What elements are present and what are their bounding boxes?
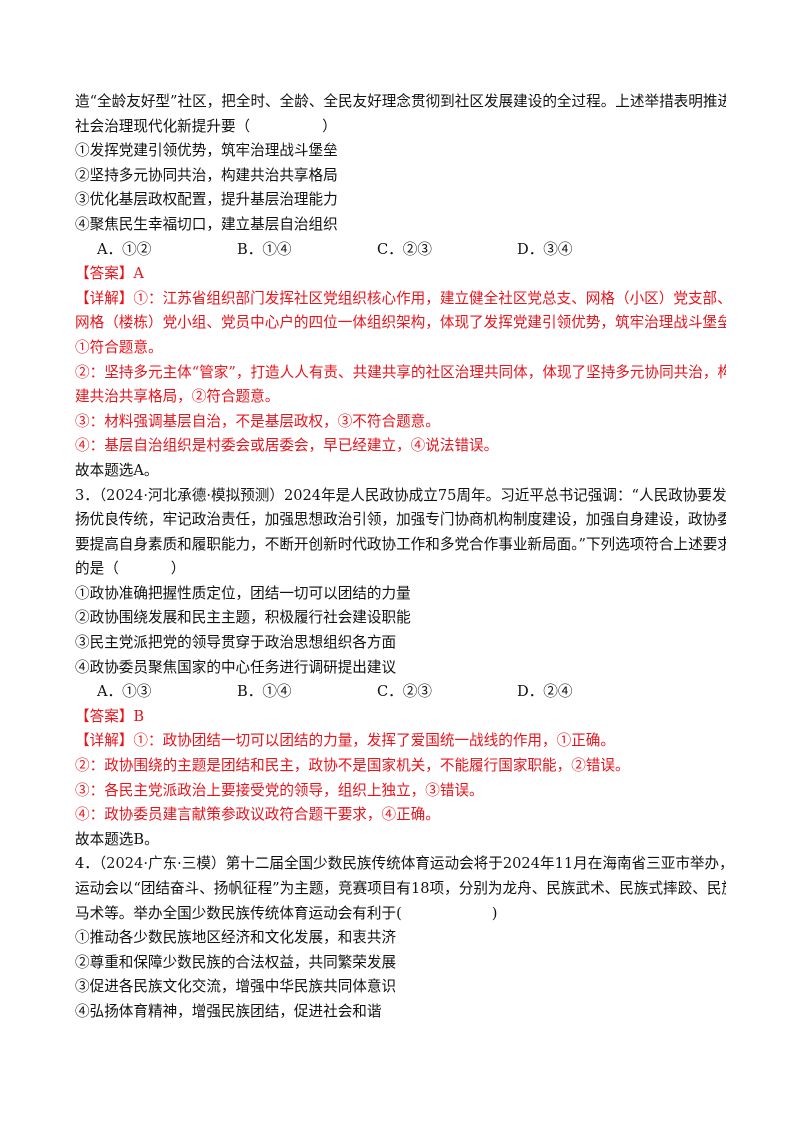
q2-option-b: B．①④: [237, 240, 292, 258]
q4-stem-bracket-close: ): [491, 904, 498, 922]
q3-options: A．①③ B．①④ C．②③ D．②④: [75, 680, 726, 705]
q4-source: （2024·广东·三模）: [98, 855, 226, 873]
q2-options: A．①② B．①④ C．②③ D．③④: [75, 238, 726, 263]
q2-explain-line-3: ①符合题意。: [75, 338, 163, 356]
q2-answer: 【答案】A: [75, 265, 144, 283]
q2-stem-text: 社会治理现代化新提升要（: [75, 117, 251, 135]
q3-stem-end-text: 的是（: [75, 560, 119, 578]
q3-explain-line-3: ③：各民主党派政治上要接受党的领导，组织上独立，③错误。: [75, 781, 484, 799]
q3-option-a: A．①③: [97, 683, 152, 701]
q2-item-2: ②坚持多元协同共治，构建共治共享格局: [75, 166, 338, 184]
q3-stem-line-3: 要提高自身素质和履职能力，不断开创新时代政协工作和多党合作事业新局面。”下列选项…: [75, 535, 726, 553]
q3-item-3: ③民主党派把党的领导贯穿于政治思想组织各方面: [75, 634, 397, 652]
q2-item-1: ①发挥党建引领优势，筑牢治理战斗堡垒: [75, 142, 338, 160]
q2-explain-line-2: 网格（楼栋）党小组、党员中心户的四位一体组织架构，体现了发挥党建引领优势，筑牢治…: [75, 314, 726, 332]
q4-stem-line-3: 马术等。举办全国少数民族传统体育运动会有利于(): [75, 902, 726, 927]
q2-explain-line-1: 【详解】①：江苏省组织部门发挥社区党组织核心作用，建立健全社区党总支、网格（小区…: [75, 289, 726, 307]
q3-item-1: ①政协准确把握性质定位，团结一切可以团结的力量: [75, 584, 411, 602]
q2-option-c: C．②③: [377, 240, 432, 258]
q4-stem-line-2: 运动会以“团结奋斗、扬帆征程”为主题，竞赛项目有18项，分别为龙舟、民族武术、民…: [75, 880, 726, 897]
q4-stem-end-text: 马术等。举办全国少数民族传统体育运动会有利于(: [75, 904, 402, 922]
q4-stem-text: 第十二届全国少数民族传统体育运动会将于2024年11月在海南省三亚市举办，: [225, 855, 726, 873]
q2-stem-bracket-close: ）: [322, 117, 337, 135]
q3-answer: 【答案】B: [75, 707, 145, 725]
q3-number: 3．: [75, 486, 99, 504]
q3-stem-line-2: 扬优良传统，牢记政治责任，加强思想政治引领，加强专门协商机构制度建设，加强自身建…: [75, 511, 726, 529]
q3-explain-line-1: 【详解】①：政协团结一切可以团结的力量，发挥了爱国统一战线的作用，①正确。: [75, 732, 615, 750]
q3-explain-line-4: ④：政协委员建言献策参政议政符合题干要求，④正确。: [75, 806, 440, 824]
q3-source: （2024·河北承德·模拟预测）: [98, 486, 284, 504]
q2-item-3: ③优化基层政权配置，提升基层治理能力: [75, 191, 338, 209]
q3-stem-text: 2024年是人民政协成立75周年。习近平总书记强调：“人民政协要发: [283, 486, 726, 504]
q2-item-4: ④聚焦民生幸福切口，建立基层自治组织: [75, 215, 338, 233]
q3-option-c: C．②③: [377, 683, 432, 701]
q3-option-b: B．①④: [237, 683, 292, 701]
q3-stem-bracket-close: ）: [170, 560, 186, 578]
q3-item-2: ②政协围绕发展和民主主题，积极履行社会建设职能: [75, 609, 411, 627]
q4-item-1: ①推动各少数民族地区经济和文化发展，和衷共济: [75, 929, 397, 947]
q2-explain-line-6: ③：材料强调基层自治，不是基层政权，③不符合题意。: [75, 412, 440, 430]
q2-option-d: D．③④: [517, 240, 573, 258]
q3-conclusion: 故本题选B。: [75, 830, 159, 848]
q3-option-d: D．②④: [517, 683, 573, 701]
q4-item-3: ③促进各民族文化交流，增强中华民族共同体意识: [75, 978, 397, 996]
q2-explain-line-5: 建共治共享格局，②符合题意。: [75, 388, 280, 406]
q2-stem-line-1: 造“全龄友好型”社区，把全时、全龄、全民友好理念贯彻到社区发展建设的全过程。上述…: [75, 93, 726, 110]
q4-number: 4．: [75, 855, 99, 873]
q3-item-4: ④政协委员聚焦国家的中心任务进行调研提出建议: [75, 658, 397, 676]
q2-conclusion: 故本题选A。: [75, 461, 159, 479]
q3-stem-line-1: 3．（2024·河北承德·模拟预测）2024年是人民政协成立75周年。习近平总书…: [75, 484, 726, 509]
q2-option-a: A．①②: [97, 240, 152, 258]
q3-stem-line-4: 的是（ ）: [75, 557, 726, 582]
q2-explain-line-7: ④：基层自治组织是村委会或居委会，早已经建立，④说法错误。: [75, 437, 499, 455]
q4-item-4: ④弘扬体育精神，增强民族团结，促进社会和谐: [75, 1002, 382, 1020]
q2-explain-line-4: ②：坚持多元主体“管家”，打造人人有责、共建共享的社区治理共同体，体现了坚持多元…: [75, 363, 726, 381]
q4-item-2: ②尊重和保障少数民族的合法权益，共同繁荣发展: [75, 953, 397, 971]
q3-explain-line-2: ②：政协围绕的主题是团结和民主，政协不是国家机关，不能履行国家职能，②错误。: [75, 757, 630, 775]
q2-stem-line-2: 社会治理现代化新提升要（ ）: [75, 115, 726, 140]
q4-stem-line-1: 4．（2024·广东·三模）第十二届全国少数民族传统体育运动会将于2024年11…: [75, 852, 726, 877]
